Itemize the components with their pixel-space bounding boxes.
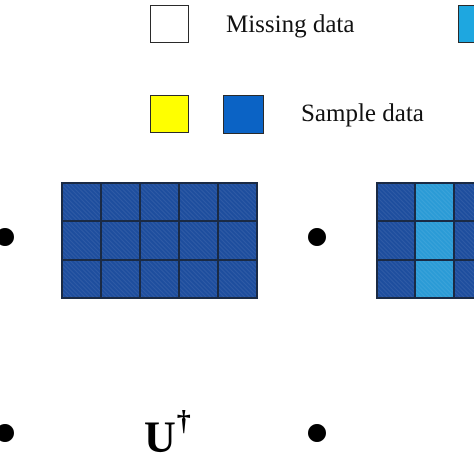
bullet-dot	[0, 228, 14, 246]
sample-matrix-left	[61, 182, 258, 299]
matrix-cell	[179, 259, 218, 298]
matrix-cell	[62, 183, 101, 222]
matrix-cell	[101, 221, 140, 260]
matrix-cell	[415, 221, 454, 260]
sample-matrix-right	[376, 182, 474, 299]
operator-base: U	[144, 412, 176, 462]
matrix-cell	[140, 183, 179, 222]
matrix-cell	[415, 183, 454, 222]
matrix-cell	[179, 221, 218, 260]
matrix-cell	[453, 221, 474, 260]
matrix-cell	[218, 259, 257, 298]
matrix-cell	[415, 259, 454, 298]
matrix-cell	[377, 259, 416, 298]
matrix-cell	[101, 259, 140, 298]
matrix-cell	[218, 221, 257, 260]
matrix-cell	[377, 183, 416, 222]
matrix-cell	[179, 183, 218, 222]
bullet-dot	[0, 424, 14, 442]
matrix-cell	[453, 259, 474, 298]
sample-data-label: Sample data	[301, 100, 424, 127]
missing-data-swatch	[150, 5, 189, 43]
bullet-dot	[308, 424, 326, 442]
matrix-cell	[218, 183, 257, 222]
matrix-cell	[62, 259, 101, 298]
matrix-cell	[377, 221, 416, 260]
operator-superscript: †	[176, 406, 191, 437]
bullet-dot	[308, 228, 326, 246]
matrix-cell	[140, 259, 179, 298]
sample-data-swatch-yellow	[150, 95, 189, 133]
missing-data-label: Missing data	[226, 11, 355, 38]
matrix-cell	[101, 183, 140, 222]
matrix-cell	[453, 183, 474, 222]
sample-data-swatch-blue	[223, 95, 264, 134]
u-dagger-symbol: U†	[144, 408, 191, 462]
highlight-data-swatch	[458, 5, 474, 43]
matrix-cell	[62, 221, 101, 260]
matrix-cell	[140, 221, 179, 260]
